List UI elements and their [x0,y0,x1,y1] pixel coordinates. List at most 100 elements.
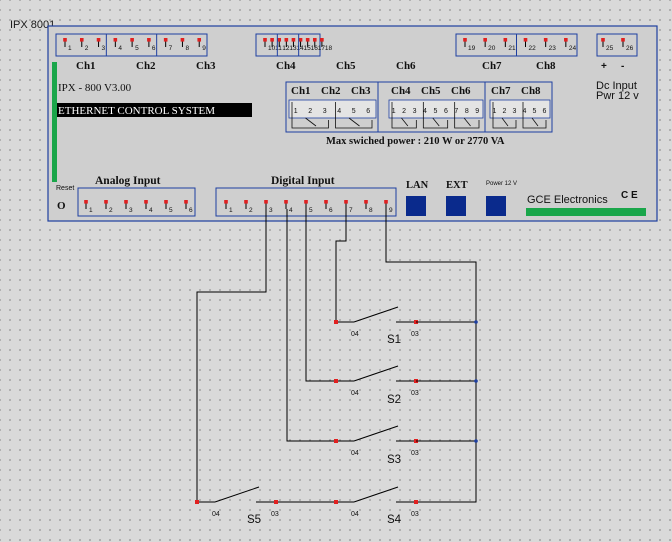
relay-contact-arm [305,117,317,127]
digital-input-9-pin [384,200,388,204]
relay-terminal-2-number: 2 [85,45,89,52]
analog-input-1-pin [84,200,88,204]
digital-input-7-pin [344,200,348,204]
status-strip-bottom [526,208,646,216]
relay-terminal-1-number: 1 [68,45,72,52]
digital-input-6-pin [324,200,328,204]
relay-group-label-6: Ch6 [451,85,471,97]
relay-terminal-9-number: 9 [202,45,206,52]
relay-channel-label-4: Ch4 [276,60,296,72]
relay-channel-label-7: Ch7 [482,60,502,72]
relay-pin-number: 5 [533,108,537,115]
relay-terminal-23-number: 23 [549,45,557,52]
relay-contact-arm [401,117,409,127]
digital-input-title: Digital Input [271,175,335,187]
switch-contact-left [334,500,338,504]
relay-terminal-block-1 [55,33,208,57]
relay-terminal-18-pin [320,38,324,42]
relay-terminal-3-number: 3 [102,45,106,52]
switch-blade [353,306,399,323]
relay-pin-number: 5 [352,108,356,115]
relay-pin-number: 3 [413,108,417,115]
max-power-label: Max swiched power : 210 W or 2770 VA [326,136,505,147]
relay-pin-number: 3 [323,108,327,115]
power-voltage-label: Pwr 12 v [596,90,639,102]
reset-button[interactable]: O [57,200,66,212]
relay-contact-line [522,102,547,129]
relay-terminal-13-number: 13 [289,45,297,52]
power-polarity-1: + [601,61,607,72]
relay-contact-arm [501,117,509,127]
wire-junction [474,379,478,383]
relay-contact-box-2 [388,99,484,119]
relay-terminal-16-number: 16 [311,45,319,52]
switch-contact-left [334,439,338,443]
digital-input-8-number: 8 [369,207,373,214]
switch-blade [353,365,399,382]
relay-contact-line [335,102,373,129]
analog-input-1-number: 1 [89,207,93,214]
relay-terminal-5-number: 5 [135,45,139,52]
relay-terminal-9-pin [197,38,202,42]
digital-input-8-pin [364,200,368,204]
switch-pin-left: 04 [351,450,359,457]
relay-group-label-1: Ch1 [291,85,311,97]
model-tag: IPX 8001 [10,19,55,31]
digital-input-7-number: 7 [349,207,353,214]
relay-contact-line [454,102,480,129]
relay-pin-number: 1 [294,108,298,115]
relay-terminal-4-number: 4 [118,45,122,52]
wire-junction [474,320,478,324]
power-terminal-25-number: 25 [606,45,614,52]
switch-label: S4 [387,514,402,526]
relay-terminal-20-pin [483,38,487,42]
analog-input-5-number: 5 [169,207,173,214]
relay-terminal-24-pin [564,38,568,42]
analog-input-6-pin [184,200,188,204]
power-terminal-frame [596,33,638,57]
switch-pin-right: 03 [411,511,419,518]
relay-terminal-24-number: 24 [569,45,577,52]
power-terminal-25-pin [601,38,605,42]
relay-terminal-18-number: 18 [325,45,333,52]
relay-terminal-23-pin [543,38,548,42]
switch-pin-right: 03 [411,331,419,338]
switch-pin-left: 04 [351,511,359,518]
ext-indicator [446,196,466,216]
relay-pin-number: 5 [434,108,438,115]
relay-terminal-19-pin [463,38,467,42]
digital-input-1-number: 1 [229,207,233,214]
relay-contact-arm [531,117,539,127]
relay-terminal-22-number: 22 [529,45,537,52]
digital-input-5-pin [304,200,308,204]
relay-terminal-15-pin [298,38,303,42]
product-line-label: IPX - 800 V3.00 [58,82,132,94]
relay-contact-box-1 [288,99,377,119]
analog-input-3-number: 3 [129,207,133,214]
relay-terminal-8-number: 8 [185,45,189,52]
switch-blade [353,486,399,503]
switch-pin-right: 03 [411,450,419,457]
relay-pin-number: 2 [402,108,406,115]
lan-label: LAN [406,180,429,191]
relay-terminal-7-number: 7 [169,45,173,52]
analog-input-frame [77,187,196,217]
wire-din7-to-s1 [335,209,347,322]
relay-pin-number: 2 [503,108,507,115]
relay-pin-number: 6 [444,108,448,115]
lan-indicator [406,196,426,216]
analog-input-4-pin [144,200,148,204]
digital-input-9-number: 9 [389,207,393,214]
relay-group-label-2: Ch2 [321,85,341,97]
relay-channel-label-2: Ch2 [136,60,156,72]
power-indicator [486,196,506,216]
relay-contact-box-3 [489,99,551,119]
relay-terminal-5-pin [130,38,134,42]
switch-blade [214,486,260,503]
